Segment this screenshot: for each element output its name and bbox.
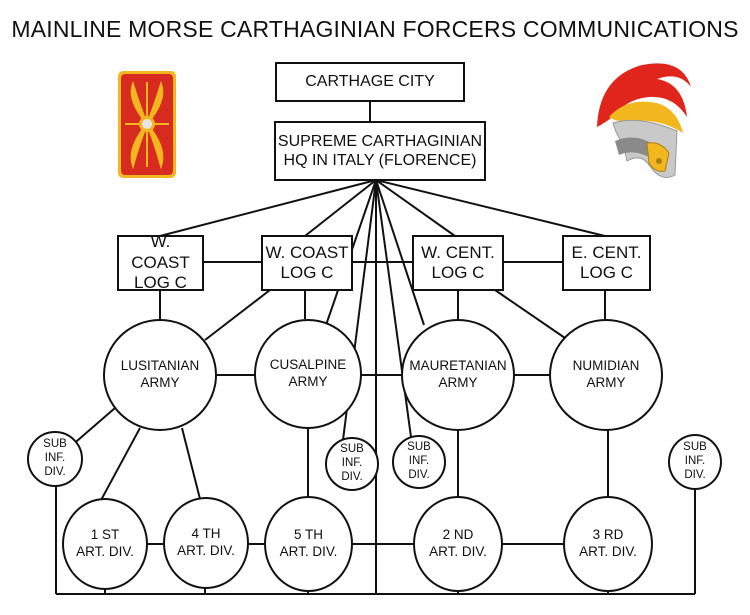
log-c-box-1-line-1: W. COAST bbox=[131, 232, 190, 272]
log-c-box-2: W. COAST LOG C bbox=[261, 235, 353, 291]
supreme-hq-box: SUPREME CARTHAGINIAN HQ IN ITALY (FLOREN… bbox=[274, 121, 486, 181]
link-lusitanian-sub1 bbox=[69, 407, 116, 448]
log-c-box-1-line-2: LOG C bbox=[134, 273, 187, 293]
art-div-3rd-line-2: ART. DIV. bbox=[579, 544, 637, 559]
sub-inf-div-4-line-2: INF. bbox=[684, 455, 706, 468]
log-c-box-3: W. CENT. LOG C bbox=[412, 235, 504, 291]
sub-inf-div-2-line-3: DIV. bbox=[341, 470, 363, 483]
art-div-1st-line-1: 1 ST bbox=[90, 527, 120, 543]
sub-inf-div-4-line-3: DIV. bbox=[684, 468, 706, 481]
log-c-box-3-line-1: W. CENT. bbox=[421, 242, 495, 262]
link-lusitanian-4th bbox=[181, 427, 201, 500]
log-c-box-2-line-1: W. COAST bbox=[265, 242, 349, 262]
log-c-box-1: W. COAST LOG C bbox=[117, 232, 204, 293]
army-mauretanian: MAURETANIAN ARMY bbox=[401, 319, 515, 431]
art-div-2nd: 2 ND ART. DIV. bbox=[413, 496, 503, 592]
link-hq-log4 bbox=[375, 179, 606, 237]
log-c-box-4-line-1: E. CENT. bbox=[571, 242, 642, 262]
art-div-4th: 4 TH ART. DIV. bbox=[163, 497, 249, 589]
army-cusalpine: CUSALPINE ARMY bbox=[254, 319, 362, 429]
art-div-4th-line-2: ART. DIV. bbox=[177, 543, 235, 558]
art-div-4th-line-1: 4 TH bbox=[191, 526, 221, 542]
sub-inf-div-1-line-1: SUB bbox=[43, 438, 67, 451]
supreme-hq-line-2: HQ IN ITALY (FLORENCE) bbox=[283, 152, 477, 169]
link-hq-mauretanian bbox=[375, 179, 425, 326]
sub-inf-div-3-line-1: SUB bbox=[407, 441, 431, 454]
sub-inf-div-4: SUB INF. DIV. bbox=[668, 434, 722, 490]
sub-inf-div-1: SUB INF. DIV. bbox=[27, 431, 83, 487]
log-c-box-2-line-2: LOG C bbox=[280, 263, 334, 282]
link-hq-log1 bbox=[159, 179, 377, 237]
sub-inf-div-3: SUB INF. DIV. bbox=[392, 435, 446, 489]
sub-inf-div-2: SUB INF. DIV. bbox=[325, 437, 379, 491]
link-lusitanian-1st bbox=[99, 427, 141, 503]
army-lusitanian: LUSITANIAN ARMY bbox=[103, 319, 217, 431]
sub-inf-div-2-line-1: SUB bbox=[340, 443, 364, 456]
art-div-2nd-line-2: ART. DIV. bbox=[429, 544, 487, 559]
sub-inf-div-3-line-3: DIV. bbox=[408, 468, 430, 481]
roman-shield-icon bbox=[118, 71, 176, 178]
sub-inf-div-3-line-2: INF. bbox=[408, 455, 430, 468]
art-div-5th: 5 TH ART. DIV. bbox=[264, 496, 353, 592]
sub-inf-div-4-line-1: SUB bbox=[683, 441, 707, 454]
sub-inf-div-2-line-2: INF. bbox=[341, 457, 363, 470]
art-div-1st: 1 ST ART. DIV. bbox=[62, 498, 148, 590]
army-numidian-line-1: NUMIDIAN bbox=[572, 358, 640, 374]
log-c-box-4-line-2: LOG C bbox=[580, 263, 633, 282]
army-numidian: NUMIDIAN ARMY bbox=[549, 319, 663, 431]
roman-helmet-icon bbox=[597, 63, 691, 178]
carthage-city-label: CARTHAGE CITY bbox=[305, 73, 435, 91]
army-mauretanian-line-2: ARMY bbox=[438, 375, 478, 390]
carthage-city-box: CARTHAGE CITY bbox=[275, 62, 465, 102]
art-div-5th-line-2: ART. DIV. bbox=[279, 544, 338, 559]
army-lusitanian-line-1: LUSITANIAN bbox=[120, 358, 200, 374]
army-cusalpine-line-1: CUSALPINE bbox=[269, 357, 347, 373]
sub-inf-div-1-line-2: INF. bbox=[44, 452, 66, 465]
art-div-2nd-line-1: 2 ND bbox=[442, 527, 474, 543]
link-log2-lusitanian bbox=[204, 289, 271, 341]
sub-inf-div-1-line-3: DIV. bbox=[44, 465, 66, 478]
army-cusalpine-line-2: ARMY bbox=[288, 374, 328, 389]
link-log4-mauretanian bbox=[494, 289, 566, 339]
log-c-box-4: E. CENT. LOG C bbox=[562, 235, 651, 291]
art-div-3rd-line-1: 3 RD bbox=[592, 527, 624, 543]
art-div-3rd: 3 RD ART. DIV. bbox=[563, 496, 653, 592]
army-lusitanian-line-2: ARMY bbox=[140, 375, 180, 390]
art-div-5th-line-1: 5 TH bbox=[293, 527, 323, 543]
supreme-hq-line-1: SUPREME CARTHAGINIAN bbox=[277, 132, 483, 150]
diagram-title: MAINLINE MORSE CARTHAGINIAN FORCERS COMM… bbox=[11, 16, 739, 42]
log-c-box-3-line-2: LOG C bbox=[431, 263, 485, 282]
art-div-1st-line-2: ART. DIV. bbox=[76, 544, 134, 559]
army-numidian-line-2: ARMY bbox=[586, 375, 626, 390]
army-mauretanian-line-1: MAURETANIAN bbox=[409, 358, 507, 374]
link-hq-log2 bbox=[304, 179, 377, 237]
link-hq-log3 bbox=[375, 179, 456, 237]
